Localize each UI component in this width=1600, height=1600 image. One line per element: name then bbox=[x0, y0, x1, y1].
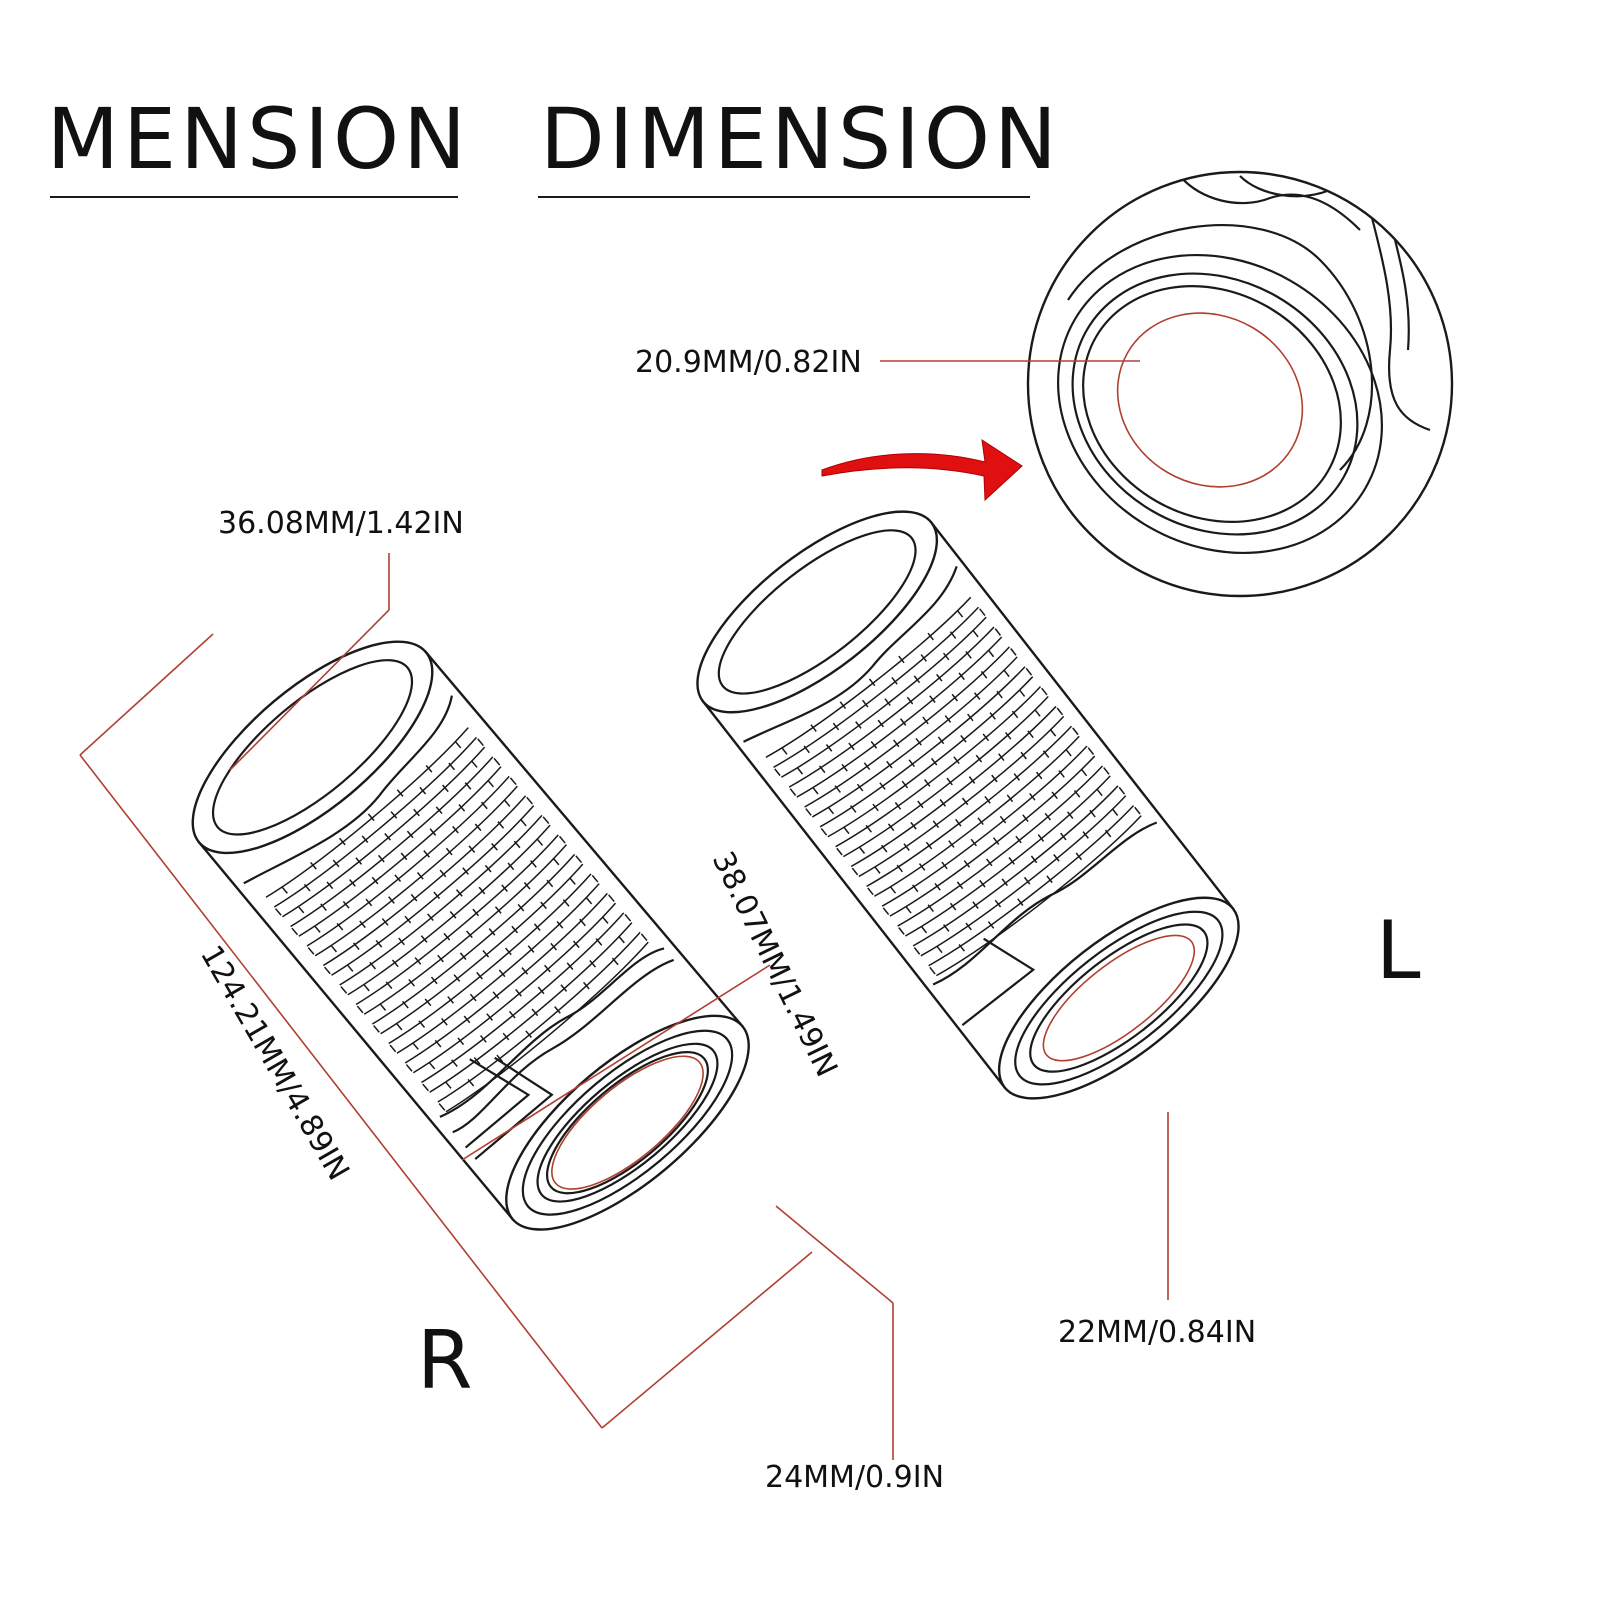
label-inner-diameter-left: 22MM/0.84IN bbox=[1058, 1315, 1256, 1350]
label-left-side: L bbox=[1376, 904, 1421, 997]
label-outer-diameter-end: 36.08MM/1.42IN bbox=[218, 506, 464, 541]
dimension-lines bbox=[79, 360, 1169, 1460]
left-grip bbox=[696, 510, 1240, 1100]
title-left-cropped: MENSION bbox=[50, 92, 470, 187]
label-inner-diameter-detail: 20.9MM/0.82IN bbox=[635, 345, 862, 380]
grip-texture bbox=[265, 727, 649, 1113]
page-title: DIMENSION bbox=[540, 92, 1050, 187]
title-right-underline bbox=[538, 196, 1030, 198]
right-grip bbox=[191, 640, 750, 1231]
label-inner-diameter-right: 24MM/0.9IN bbox=[765, 1460, 944, 1495]
title-left-underline bbox=[50, 196, 458, 198]
curved-arrow-icon bbox=[821, 438, 1023, 502]
grip-texture bbox=[765, 596, 1142, 977]
label-right-side: R bbox=[417, 1314, 473, 1407]
detail-magnifier bbox=[1026, 170, 1454, 598]
